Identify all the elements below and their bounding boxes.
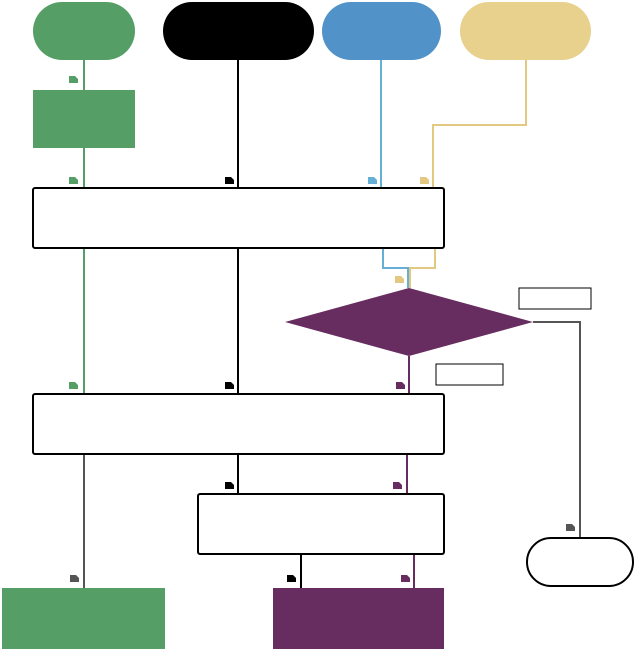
edge-decision-to-end-white	[533, 321, 581, 538]
end-node-green	[2, 588, 165, 649]
arrow-marker-icon	[368, 177, 377, 184]
process-node-3	[197, 493, 445, 555]
edge-process-1-to-decision-yellow	[409, 248, 436, 288]
start-node-green	[33, 2, 135, 60]
decision-node	[285, 288, 533, 356]
decision-branch-label-bottom	[435, 363, 504, 386]
arrow-marker-icon	[69, 177, 78, 184]
edge-process-1-to-decision-blue	[382, 248, 409, 288]
arrow-markers	[69, 76, 575, 582]
arrow-marker-icon	[396, 382, 405, 389]
decision-branch-label-right	[518, 287, 592, 310]
process-node-1	[32, 187, 445, 249]
end-node-white	[526, 537, 634, 587]
end-node-purple	[273, 588, 444, 649]
arrow-marker-icon	[395, 276, 404, 283]
start-nodes	[33, 2, 591, 60]
edge-start-yellow-to-process-1	[432, 60, 527, 188]
connectors	[83, 60, 581, 588]
start-node-black	[163, 2, 314, 60]
arrow-marker-icon	[70, 575, 79, 582]
arrow-marker-icon	[420, 177, 429, 184]
arrow-marker-icon	[225, 177, 234, 184]
process-node-green	[33, 90, 135, 148]
arrow-marker-icon	[566, 524, 575, 531]
start-node-blue	[322, 2, 441, 60]
arrow-marker-icon	[225, 482, 234, 489]
arrow-marker-icon	[69, 382, 78, 389]
arrow-marker-icon	[393, 482, 402, 489]
arrow-marker-icon	[69, 76, 78, 83]
start-node-yellow	[460, 2, 591, 60]
arrow-marker-icon	[225, 382, 234, 389]
arrow-marker-icon	[401, 575, 410, 582]
arrow-marker-icon	[287, 575, 296, 582]
process-node-2	[32, 393, 445, 455]
